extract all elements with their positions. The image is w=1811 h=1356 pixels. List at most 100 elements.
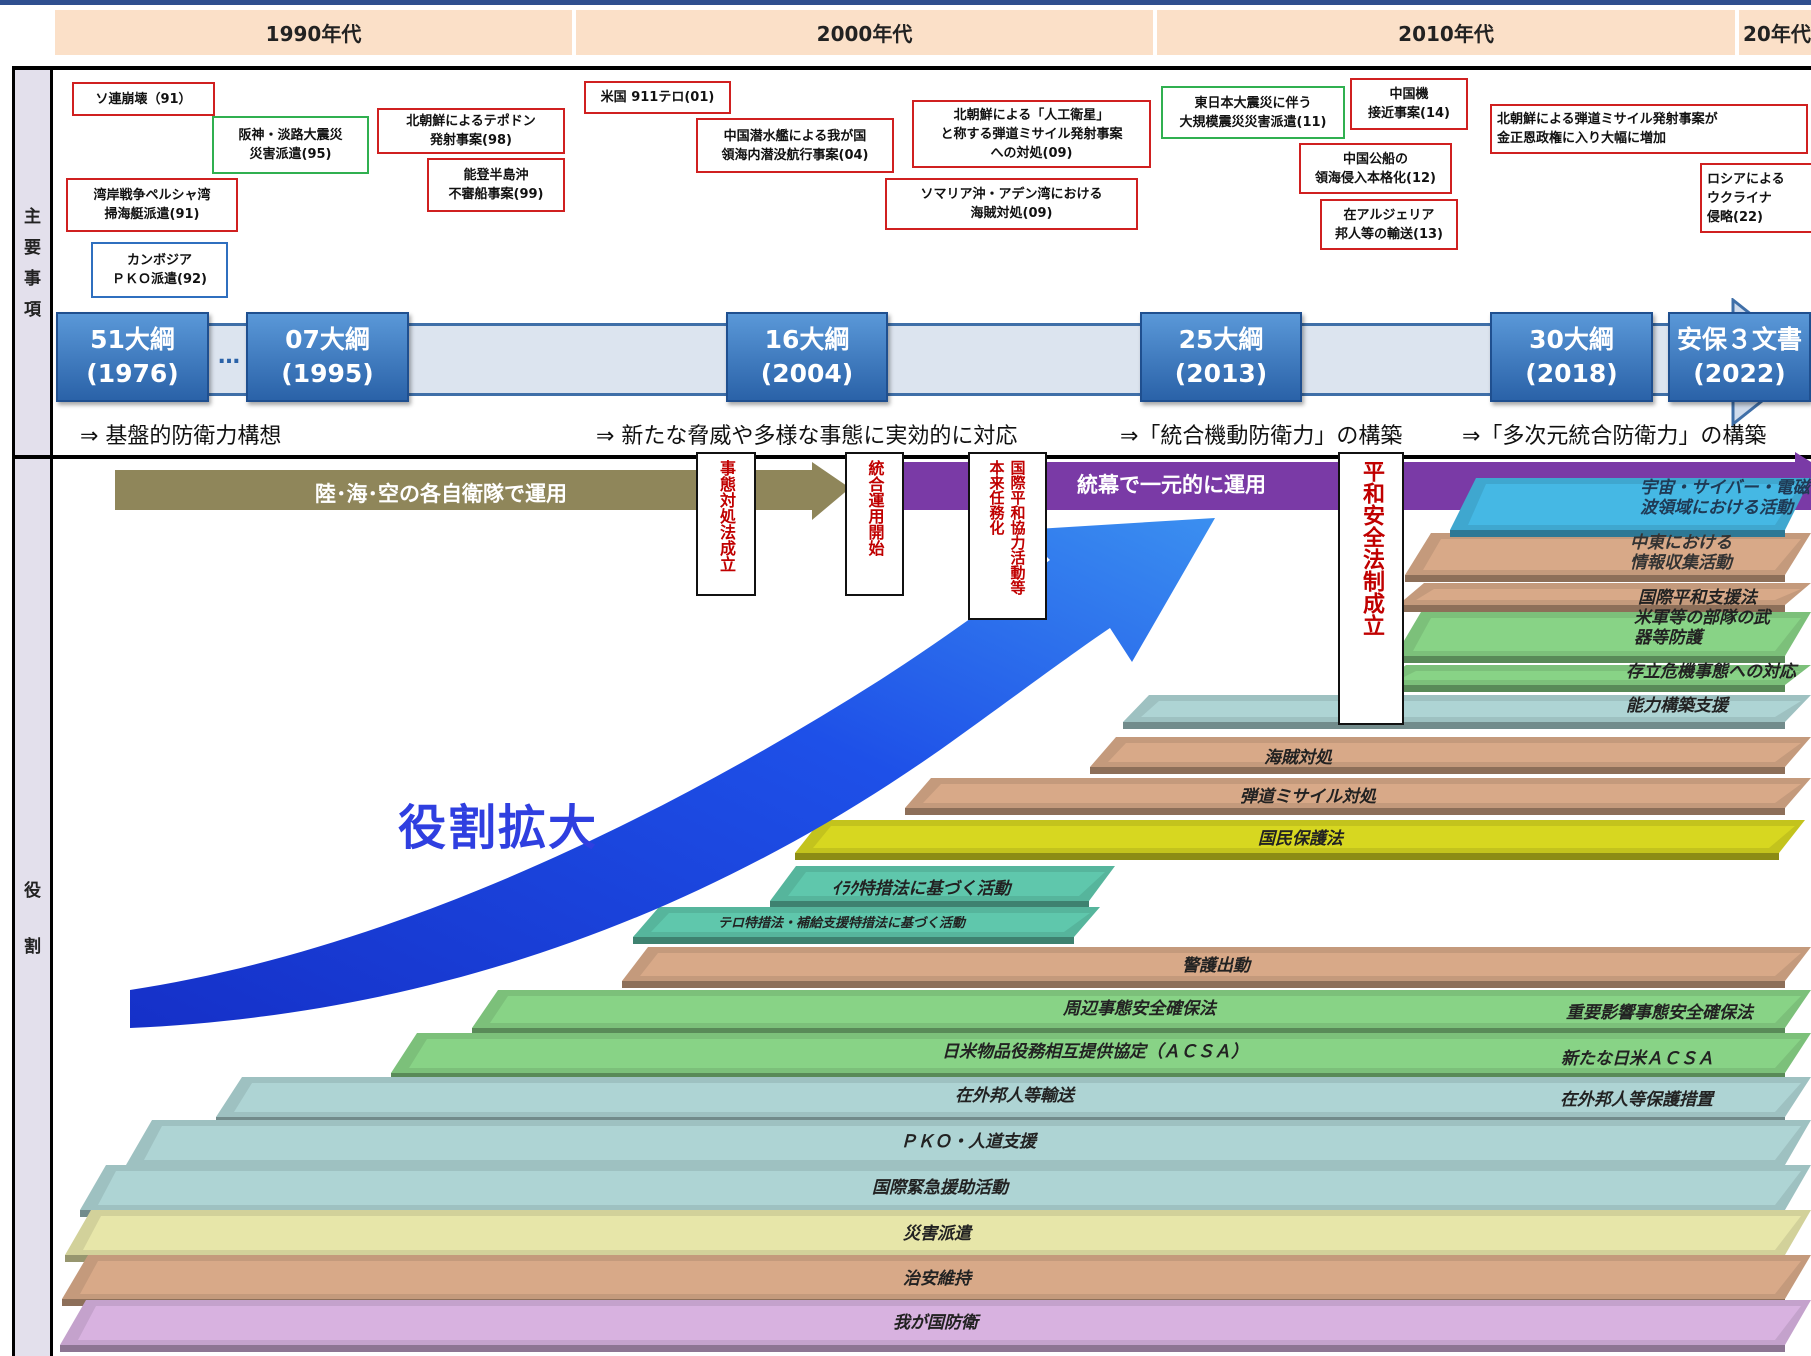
slab-civil-protection-edge bbox=[795, 853, 1779, 860]
roles-label: 役 割 bbox=[24, 881, 41, 957]
role-pko: ＰＫＯ・人道支援 bbox=[900, 1132, 1036, 1152]
slab-anti-terrorism-edge bbox=[633, 937, 1074, 944]
slab-acsa-edge bbox=[391, 1073, 1785, 1080]
role-asset-protection: 米軍等の部隊の武 器等防護 bbox=[1634, 608, 1770, 648]
event-hanshin-earthquake: 阪神・淡路大震災 災害派遣(95) bbox=[212, 116, 369, 174]
slab-surrounding-situations-face bbox=[490, 996, 1801, 1023]
concept-basic-defense: ⇒ 基盤的防衛力構想 bbox=[80, 424, 282, 449]
slab-national-defense-face bbox=[78, 1306, 1801, 1340]
role-expansion-label: 役割拡大 bbox=[398, 800, 599, 856]
slab-anti-terrorism-face bbox=[651, 913, 1090, 932]
role-counter-piracy: 海賊対処 bbox=[1264, 748, 1332, 768]
concept-multi-domain: ⇒「多次元統合防衛力」の構築 bbox=[1462, 424, 1767, 449]
milestone-contingency-law: 事態対処法成立 bbox=[696, 452, 756, 596]
role-space-cyber: 宇宙・サイバー・電磁 波領域における活動 bbox=[1640, 478, 1810, 518]
individual-operation-label: 陸･海･空の各自衛隊で運用 bbox=[315, 482, 567, 506]
slab-surrounding-situations-edge bbox=[472, 1028, 1785, 1035]
role-international-peace: 国際平和支援法 bbox=[1638, 588, 1757, 608]
decade-2010s: 2010年代 bbox=[1157, 10, 1735, 55]
role-guard-operation: 警護出動 bbox=[1182, 956, 1250, 976]
event-ussr-collapse: ソ連崩壊（91） bbox=[72, 82, 215, 116]
slab-middle-east-edge bbox=[1405, 575, 1785, 582]
major-events-column bbox=[12, 66, 53, 459]
individual-operation-arrow bbox=[115, 462, 850, 520]
role-emergency-relief: 国際緊急援助活動 bbox=[872, 1178, 1008, 1198]
slab-space-cyber-edge bbox=[1450, 530, 1785, 537]
slab-ballistic-missile-face bbox=[923, 784, 1801, 803]
slab-overseas-transport-face bbox=[234, 1083, 1801, 1112]
decade-1990s: 1990年代 bbox=[55, 10, 572, 55]
slab-asset-protection-face bbox=[1413, 618, 1801, 651]
outline-2004: 16大綱(2004) bbox=[726, 312, 888, 402]
slab-international-peace-edge bbox=[1398, 605, 1785, 612]
outline-1995: 07大綱(1995) bbox=[246, 312, 409, 402]
slab-guard-operation-face bbox=[640, 953, 1801, 976]
milestone-peace-security-law: 平和安全法制成立 bbox=[1338, 452, 1404, 725]
role-ballistic-missile: 弾道ミサイル対処 bbox=[1240, 787, 1376, 807]
timeline-ellipsis: … bbox=[218, 344, 240, 369]
slab-civil-protection-face bbox=[813, 826, 1795, 848]
role-overseas-transport: 在外邦人等輸送 bbox=[955, 1086, 1074, 1106]
role-disaster-relief: 災害派遣 bbox=[903, 1224, 971, 1244]
slab-emergency-relief-face bbox=[98, 1171, 1801, 1205]
joint-operation-label: 統幕で一元的に運用 bbox=[1077, 473, 1266, 497]
slab-international-peace-face bbox=[1416, 589, 1801, 600]
top-border bbox=[0, 0, 1811, 5]
slab-public-order-face bbox=[80, 1261, 1801, 1294]
event-cambodia-pko: カンボジア ＰＫＯ派遣(92) bbox=[91, 242, 228, 298]
decade-2020s: 20年代 bbox=[1739, 10, 1811, 55]
role-overseas-protection: 在外邦人等保護措置 bbox=[1560, 1090, 1713, 1110]
role-survival-threat: 存立危機事態への対応 bbox=[1626, 662, 1796, 682]
slab-middle-east-face bbox=[1423, 539, 1801, 570]
major-events-label: 主 要 事 項 bbox=[24, 207, 41, 320]
role-public-order: 治安維持 bbox=[903, 1269, 971, 1289]
slab-guard-operation-edge bbox=[622, 981, 1785, 988]
role-iraq-special-measures: ｲﾗｸ特措法に基づく活動 bbox=[832, 879, 1011, 899]
event-taepodong-launch: 北朝鮮によるテポドン 発射事案(98) bbox=[377, 108, 565, 154]
slab-counter-piracy-face bbox=[1108, 743, 1801, 762]
milestone-joint-operation: 統合運用開始 bbox=[845, 452, 904, 596]
top-divider bbox=[12, 66, 1811, 70]
outline-2013: 25大綱(2013) bbox=[1140, 312, 1302, 402]
role-expansion-arrow bbox=[130, 518, 1215, 1028]
event-russia-ukraine: ロシアによる ウクライナ 侵略(22) bbox=[1700, 163, 1811, 233]
event-chinese-government-ships: 中国公船の 領海侵入本格化(12) bbox=[1299, 143, 1452, 194]
role-surrounding-situations: 周辺事態安全確保法 bbox=[1063, 999, 1216, 1019]
outline-2018: 30大綱(2018) bbox=[1490, 312, 1653, 402]
slab-national-defense-edge bbox=[60, 1345, 1785, 1352]
event-gulf-minesweeper: 湾岸戦争ペルシャ湾 掃海艇派遣(91) bbox=[66, 178, 238, 232]
slab-survival-threat-edge bbox=[1380, 685, 1785, 692]
slab-iraq-special-measures-face bbox=[788, 872, 1105, 896]
event-911-terror: 米国 911テロ(01) bbox=[584, 81, 731, 114]
outline-1976: 51大綱(1976) bbox=[56, 312, 209, 402]
outline-2022: 安保３文書(2022) bbox=[1668, 312, 1811, 402]
slab-disaster-relief-face bbox=[83, 1216, 1801, 1250]
concept-new-threats: ⇒ 新たな脅威や多様な事態に実効的に対応 bbox=[596, 424, 1018, 449]
roles-column bbox=[12, 456, 53, 1356]
event-chinese-submarine: 中国潜水艦による我が国 領海内潜没航行事案(04) bbox=[696, 118, 894, 173]
slab-acsa-face bbox=[409, 1039, 1801, 1068]
decade-2000s: 2000年代 bbox=[576, 10, 1153, 55]
role-national-defense: 我が国防衛 bbox=[893, 1313, 978, 1333]
slab-capacity-building-face bbox=[1141, 701, 1801, 717]
slab-space-cyber-face bbox=[1468, 484, 1801, 525]
slab-capacity-building-edge bbox=[1123, 722, 1785, 729]
event-noto-spy-ship: 能登半島沖 不審船事案(99) bbox=[427, 158, 565, 212]
event-great-east-japan-earthquake: 東日本大震災に伴う 大規模震災災害派遣(11) bbox=[1161, 86, 1345, 139]
slab-survival-threat-face bbox=[1398, 671, 1801, 680]
role-important-influence: 重要影響事態安全確保法 bbox=[1566, 1003, 1753, 1023]
role-middle-east: 中東における 情報収集活動 bbox=[1630, 533, 1732, 573]
slab-ballistic-missile-edge bbox=[905, 808, 1785, 815]
concept-dynamic-joint: ⇒「統合機動防衛力」の構築 bbox=[1120, 424, 1403, 449]
slab-asset-protection-edge bbox=[1395, 656, 1785, 663]
section-divider bbox=[12, 455, 1811, 459]
event-dprk-satellite: 北朝鮮による「人工衛星」 と称する弾道ミサイル発射事案 への対処(09) bbox=[912, 100, 1151, 168]
role-civil-protection: 国民保護法 bbox=[1258, 829, 1343, 849]
role-new-acsa: 新たな日米ＡＣＳＡ bbox=[1561, 1049, 1714, 1069]
event-somalia-piracy: ソマリア沖・アデン湾における 海賊対処(09) bbox=[885, 178, 1138, 230]
event-dprk-missile-increase: 北朝鮮による弾道ミサイル発射事案が 金正恩政権に入り大幅に増加 bbox=[1490, 104, 1808, 154]
role-acsa: 日米物品役務相互提供協定（ＡＣＳＡ） bbox=[942, 1042, 1248, 1062]
event-algeria-evacuation: 在アルジェリア 邦人等の輸送(13) bbox=[1320, 199, 1458, 250]
slab-counter-piracy-edge bbox=[1090, 767, 1785, 774]
